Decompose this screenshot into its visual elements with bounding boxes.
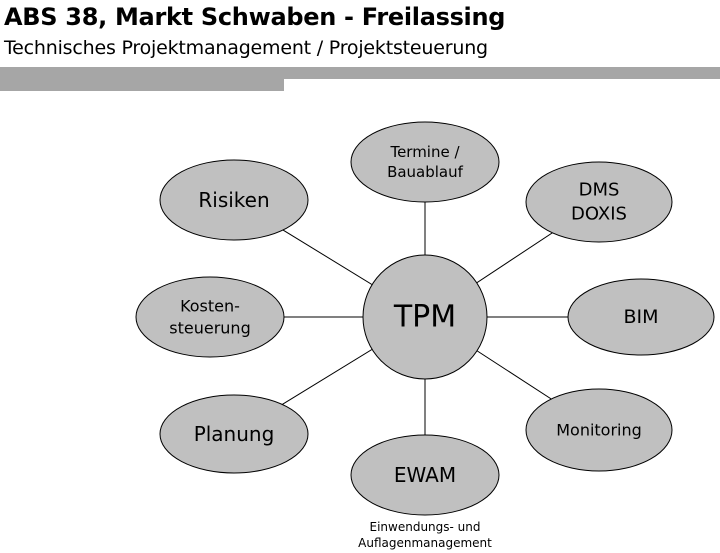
ewam-caption-line: Auflagenmanagement [358, 536, 492, 550]
node-risiken-shape [159, 159, 309, 241]
node-center-tpm: TPM [362, 254, 488, 380]
node-dms-shape [525, 161, 673, 243]
node-ewam: EWAM [350, 434, 500, 516]
node-bim-label-line: BIM [623, 306, 658, 328]
node-bim-shape [567, 278, 715, 356]
page-subtitle: Technisches Projektmanagement / Projekts… [4, 37, 488, 59]
node-termine-shape [350, 121, 500, 203]
node-kosten-label-line: steuerung [169, 319, 250, 338]
node-kosten: Kosten-steuerung [135, 276, 285, 358]
node-dms-label-line: DOXIS [571, 204, 627, 225]
node-monitoring: Monitoring [525, 388, 673, 472]
node-planung-label-line: Planung [194, 422, 275, 446]
node-termine: Termine / Bauablauf [350, 121, 500, 203]
node-ewam-label-line: EWAM [394, 463, 456, 487]
node-risiken: Risiken [159, 159, 309, 241]
node-dms: DMS DOXIS [525, 161, 673, 243]
header-accent-bar [0, 79, 284, 91]
node-planung: Planung [159, 394, 309, 474]
node-planung-shape [159, 394, 309, 474]
node-center-shape [362, 254, 488, 380]
node-termine-label-line: Termine / [389, 143, 460, 161]
node-risiken-label-line: Risiken [198, 188, 269, 212]
node-ewam-shape [350, 434, 500, 516]
node-center-label-line: TPM [393, 300, 456, 335]
node-bim: BIM [567, 278, 715, 356]
node-kosten-shape [135, 276, 285, 358]
header-divider-bar [0, 67, 720, 79]
ewam-caption-line: Einwendungs- und [370, 520, 481, 534]
node-monitoring-shape [525, 388, 673, 472]
page-title: ABS 38, Markt Schwaben - Freilassing [4, 3, 506, 31]
node-termine-label-line: Bauablauf [387, 163, 464, 181]
node-monitoring-label-line: Monitoring [556, 421, 642, 440]
node-kosten-label-line: Kosten- [180, 297, 240, 316]
node-dms-label-line: DMS [579, 180, 620, 201]
